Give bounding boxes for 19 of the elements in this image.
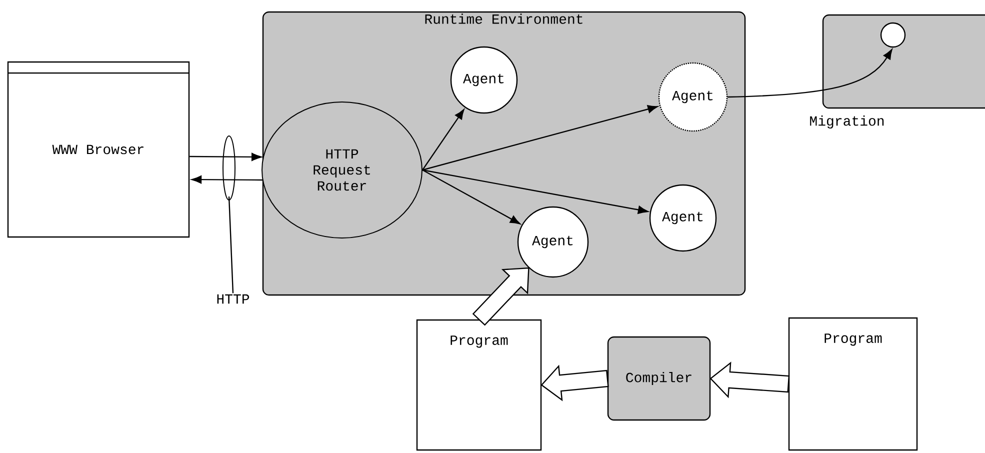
program-document: Program — [416, 319, 542, 451]
arrow — [190, 152, 262, 161]
browser-window: WWW Browser — [7, 61, 190, 238]
program-document: Program — [788, 317, 918, 451]
arrow — [422, 109, 464, 170]
compiler-box: Compiler — [607, 336, 711, 421]
agent-circle — [880, 22, 906, 48]
arrow — [422, 169, 520, 224]
block-arrow — [540, 364, 609, 402]
edge-label: Migration — [810, 115, 884, 129]
block-arrow — [710, 362, 790, 398]
arrow — [422, 169, 648, 214]
host-box — [822, 14, 985, 109]
arrow — [191, 176, 262, 184]
text-label: HTTP — [217, 294, 250, 304]
arrow — [422, 105, 658, 171]
bundle-ring — [222, 136, 236, 200]
arrow — [728, 49, 892, 98]
line — [228, 196, 234, 294]
